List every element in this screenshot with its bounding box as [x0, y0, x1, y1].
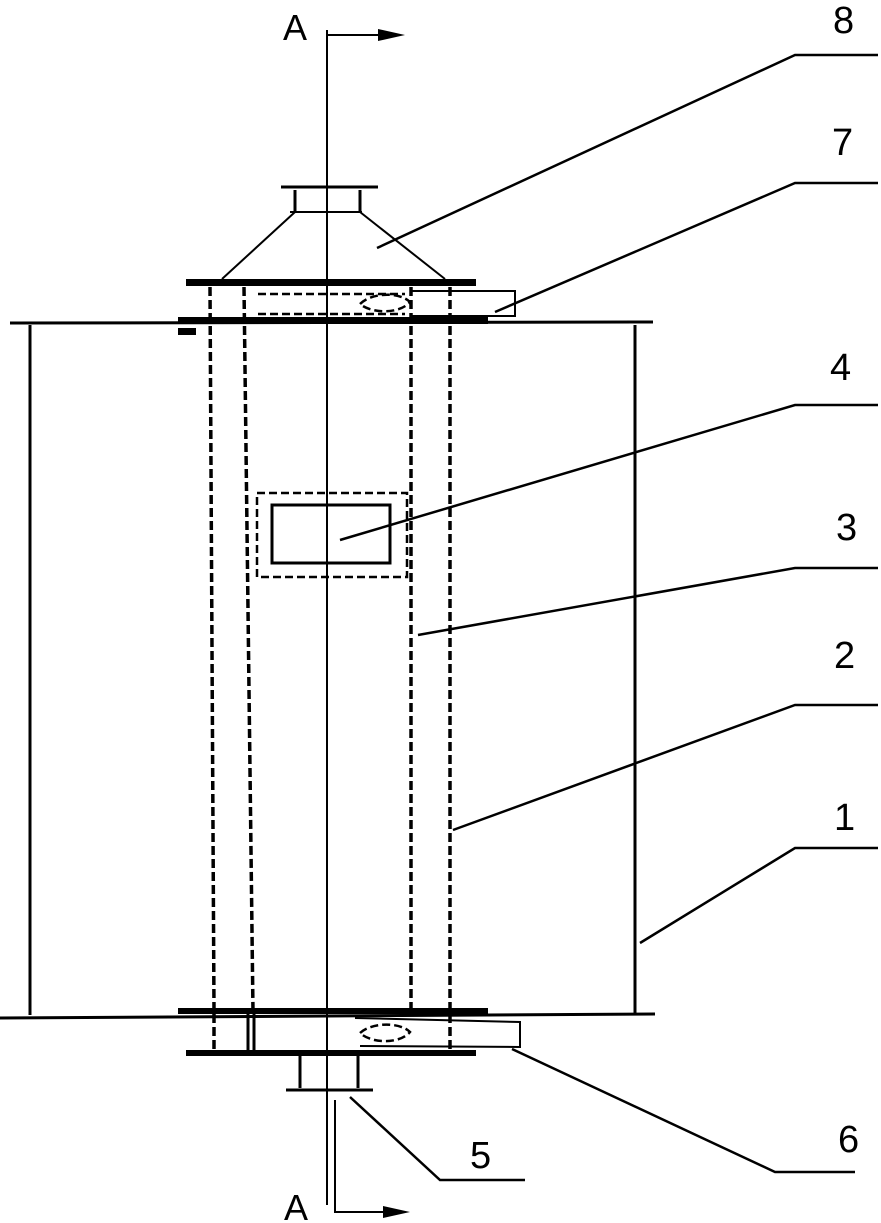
part-label-5: 5 [470, 1135, 491, 1177]
part-label-3: 3 [836, 507, 857, 549]
tube-2 [208, 286, 452, 1011]
section-marker-bottom: A [284, 1100, 410, 1223]
top-plates [178, 279, 488, 335]
window [255, 491, 409, 579]
leader-lines [339, 53, 878, 1182]
bottom-assembly [212, 1014, 521, 1092]
bottom-plates [178, 1008, 488, 1056]
part-label-6: 6 [838, 1119, 859, 1161]
section-marker-top: A [283, 7, 405, 88]
part-label-7: 7 [832, 122, 853, 164]
part-label-4: 4 [830, 347, 851, 389]
part-label-8: 8 [833, 0, 854, 42]
top-cone [221, 185, 446, 280]
section-label-bottom: A [284, 1187, 308, 1223]
section-label-top: A [283, 7, 307, 48]
tube-3 [242, 286, 413, 1013]
part-label-2: 2 [834, 635, 855, 677]
top-pipe [258, 290, 516, 317]
outer-housing [0, 320, 656, 1020]
part-label-1: 1 [834, 797, 855, 839]
